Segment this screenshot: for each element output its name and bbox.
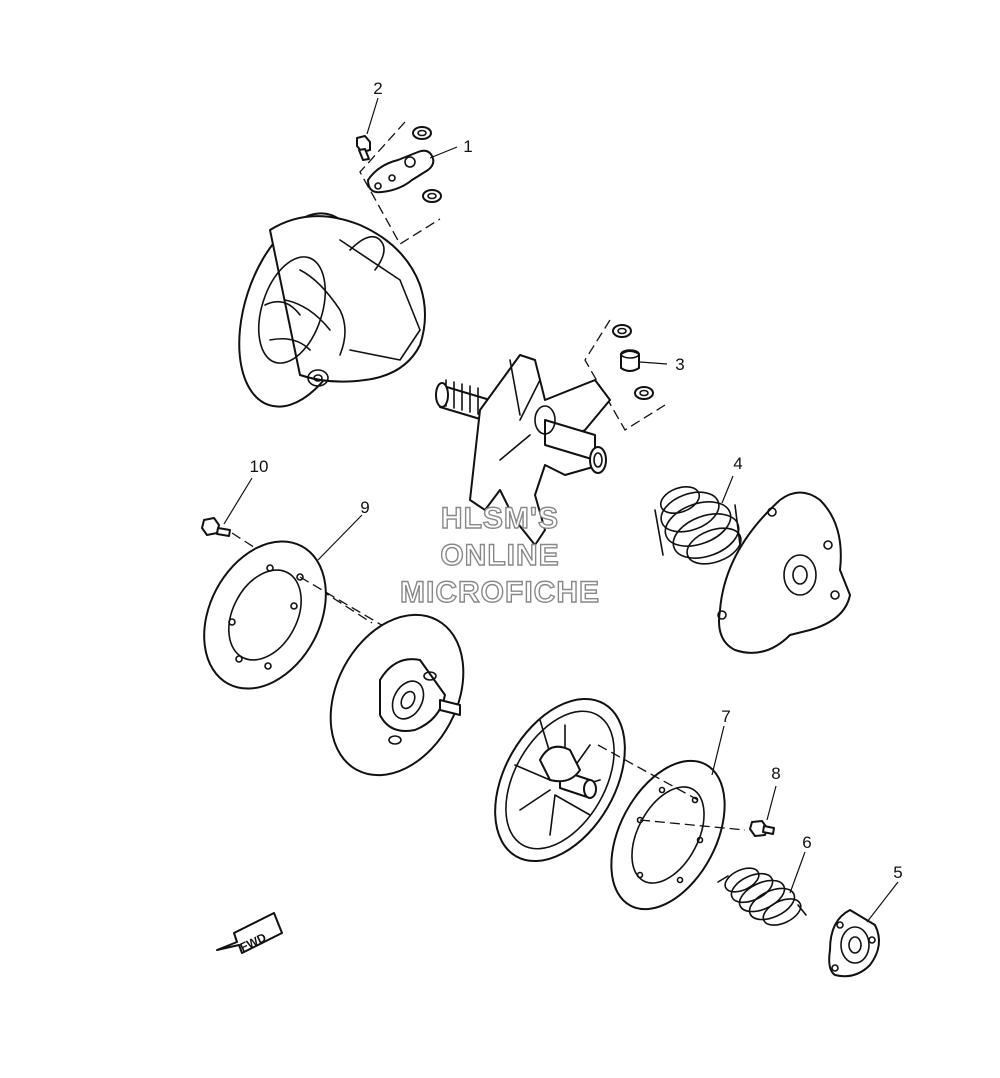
watermark-line-3: MICROFICHE — [400, 576, 600, 609]
watermark-line-2: ONLINE — [440, 539, 559, 572]
part-6-spring[interactable] — [717, 863, 807, 930]
callout-9: 9 — [360, 498, 369, 517]
cam-cover[interactable] — [717, 491, 851, 654]
spider-shaft[interactable] — [435, 354, 611, 546]
callout-8: 8 — [771, 764, 780, 783]
part-8-bolt[interactable] — [749, 820, 775, 837]
watermark-line-1: HLSM'S — [441, 502, 559, 535]
part-5-cap[interactable] — [828, 909, 880, 978]
part-9-plate[interactable] — [180, 520, 386, 709]
callout-numbers: 2 1 3 4 10 9 7 8 6 5 — [250, 79, 903, 882]
callout-6: 6 — [802, 833, 811, 852]
callout-1: 1 — [463, 137, 472, 156]
callout-10: 10 — [250, 457, 269, 476]
part-4-spring[interactable] — [654, 482, 746, 571]
callout-leaders — [223, 97, 899, 923]
callout-5: 5 — [893, 863, 902, 882]
callout-7: 7 — [721, 707, 730, 726]
part-3-rollers[interactable] — [584, 319, 666, 431]
movable-sheave[interactable] — [468, 676, 651, 883]
callout-4: 4 — [733, 454, 742, 473]
callout-2: 2 — [373, 79, 382, 98]
part-2-bolt[interactable] — [356, 135, 371, 161]
fwd-arrow: FWD — [216, 912, 283, 955]
part-7-plate[interactable] — [588, 742, 748, 928]
callout-3: 3 — [675, 355, 684, 374]
watermark: HLSM'S ONLINE MICROFICHE — [399, 501, 600, 609]
fixed-sheave[interactable] — [304, 592, 490, 798]
part-1-arm-assembly[interactable] — [359, 121, 442, 245]
sheave-housing[interactable] — [217, 198, 426, 422]
